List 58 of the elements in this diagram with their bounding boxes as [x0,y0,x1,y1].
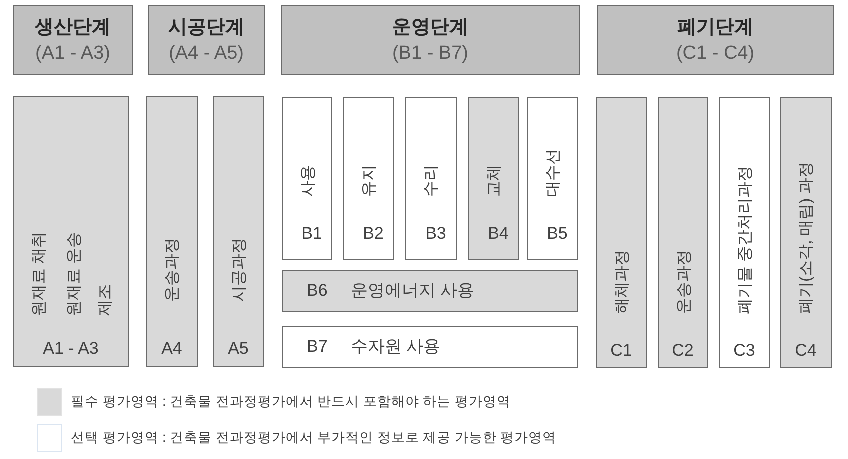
module-code: B4 [487,223,510,245]
process-label: 수자원 사용 [351,336,441,358]
process-bar [282,270,578,312]
stage-header-box [597,5,834,75]
process-label: 유지 [361,165,379,197]
process-column [213,96,264,367]
stage-title: 운영단계 [392,16,470,40]
module-code: B5 [546,223,569,245]
stage-header-box [13,5,133,75]
process-label: 폐기물 중간처리과정 [737,166,755,314]
process-column [282,97,332,260]
module-code: A4 [160,338,184,360]
legend-text: 필수 평가영역 : 건축물 전과정평가에서 반드시 포함해야 하는 평가영역 [71,393,511,411]
process-column [468,97,519,260]
process-label: 운송과정 [676,250,694,314]
process-column [527,97,578,260]
process-column [596,97,647,368]
module-code: C3 [732,340,756,362]
process-column [405,97,457,260]
process-label: 사용 [300,165,318,197]
process-label: 운송과정 [164,238,182,302]
process-label: 원재료 운송 [66,232,84,316]
module-code: B1 [300,223,324,245]
stage-range: (A1 - A3) [34,42,112,66]
module-code: B6 [307,280,328,302]
stage-header-box [148,5,265,75]
stage-title: 폐기단계 [676,16,754,40]
module-code: C2 [671,340,695,362]
process-label: 원재료 채취 [31,232,49,316]
process-column [780,97,832,368]
module-code: C1 [610,340,634,362]
stage-header-box [281,5,580,75]
module-code: C4 [794,340,818,362]
process-column [343,97,394,260]
stage-range: (C1 - C4) [675,42,756,66]
process-column [719,97,770,368]
module-code: B2 [362,223,385,245]
process-label: 폐기(소각, 매립) 과정 [798,162,816,314]
module-code: B7 [307,336,328,358]
process-label: 대수선 [545,149,563,197]
legend-text: 선택 평가영역 : 건축물 전과정평가에서 부가적인 정보로 제공 가능한 평가영역 [71,429,557,447]
process-label: 운영에너지 사용 [351,280,475,302]
process-label: 교체 [486,165,504,197]
module-code: B3 [424,223,448,245]
process-label: 수리 [423,165,441,197]
process-label: 제조 [97,284,115,316]
process-label: 해체과정 [614,250,632,314]
process-label: 시공과정 [231,238,249,302]
process-column [146,96,198,367]
module-code: A1 - A3 [42,338,100,360]
process-column [658,97,708,368]
stage-range: (A4 - A5) [168,42,245,66]
stage-title: 생산단계 [34,16,112,40]
module-code: A5 [227,338,250,360]
process-column [13,96,129,367]
process-bar [282,326,578,368]
stage-title: 시공단계 [168,16,246,40]
stage-range: (B1 - B7) [391,42,470,66]
